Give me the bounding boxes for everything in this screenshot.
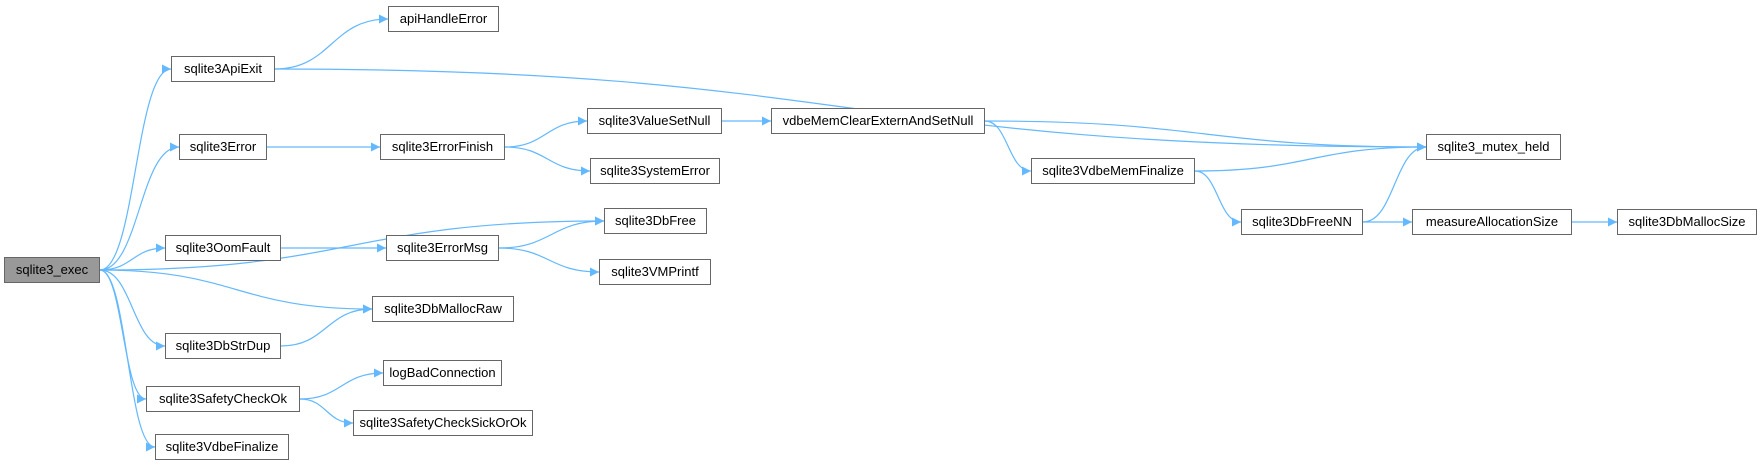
node-sqlite3errormsg[interactable]: sqlite3ErrorMsg (386, 235, 499, 261)
edge-sqlite3VdbeMemFinalize-to-sqlite3_mutex_held (1194, 142, 1427, 172)
edge-sqlite3DbFreeNN-to-sqlite3_mutex_held (1362, 142, 1427, 223)
node-sqlite3safetycheckok[interactable]: sqlite3SafetyCheckOk (146, 386, 300, 412)
edge-sqlite3ErrorFinish-to-sqlite3ValueSetNull (504, 116, 588, 148)
edge-sqlite3ApiExit-to-apiHandleError (274, 14, 389, 70)
node-sqlite3oomfault[interactable]: sqlite3OomFault (165, 235, 281, 261)
edge-sqlite3_exec-to-sqlite3DbFree (99, 216, 605, 271)
edge-sqlite3_exec-to-sqlite3ApiExit (99, 64, 172, 271)
node-sqlite3safetychecksickorok[interactable]: sqlite3SafetyCheckSickOrOk (353, 410, 533, 436)
edge-sqlite3DbStrDup-to-sqlite3DbMallocRaw (280, 304, 373, 347)
edge-sqlite3_exec-to-sqlite3VdbeFinalize (99, 269, 156, 452)
node-sqlite3dbmallocraw[interactable]: sqlite3DbMallocRaw (372, 296, 514, 322)
node-sqlite3-mutex-held[interactable]: sqlite3_mutex_held (1426, 134, 1561, 160)
node-logbadconnection[interactable]: logBadConnection (383, 360, 502, 386)
node-sqlite3apiexit[interactable]: sqlite3ApiExit (171, 56, 275, 82)
node-sqlite3vdbememfinalize[interactable]: sqlite3VdbeMemFinalize (1031, 158, 1195, 184)
node-sqlite3valuesetnull[interactable]: sqlite3ValueSetNull (587, 108, 722, 134)
edge-sqlite3_exec-to-sqlite3Error (99, 142, 180, 271)
edge-sqlite3_exec-to-sqlite3OomFault (99, 243, 166, 271)
edge-sqlite3_exec-to-sqlite3SafetyCheckOk (99, 269, 147, 404)
node-sqlite3vdbefinalize[interactable]: sqlite3VdbeFinalize (155, 434, 289, 460)
node-sqlite3systemerror[interactable]: sqlite3SystemError (590, 158, 720, 184)
node-sqlite3errorfinish[interactable]: sqlite3ErrorFinish (380, 134, 505, 160)
node-sqlite3vmprintf[interactable]: sqlite3VMPrintf (599, 259, 711, 285)
node-sqlite3dbstrdup[interactable]: sqlite3DbStrDup (165, 333, 281, 359)
node-sqlite3dbfreenn[interactable]: sqlite3DbFreeNN (1241, 209, 1363, 235)
edge-sqlite3ErrorFinish-to-sqlite3SystemError (504, 146, 591, 176)
edge-sqlite3VdbeMemFinalize-to-sqlite3DbFreeNN (1194, 170, 1242, 227)
edge-sqlite3_exec-to-sqlite3DbMallocRaw (99, 269, 373, 314)
node-sqlite3-exec: sqlite3_exec (4, 257, 100, 283)
node-sqlite3error[interactable]: sqlite3Error (179, 134, 267, 160)
node-vdbememclearexternandsetnull[interactable]: vdbeMemClearExternAndSetNull (771, 108, 985, 134)
edge-sqlite3ErrorMsg-to-sqlite3VMPrintf (498, 247, 600, 277)
edge-vdbeMemClearExternAndSetNull-to-sqlite3_mutex_held (984, 120, 1427, 152)
edge-sqlite3SafetyCheckOk-to-sqlite3SafetyCheckSickOrOk (299, 398, 354, 428)
edge-sqlite3ErrorMsg-to-sqlite3DbFree (498, 216, 605, 249)
node-sqlite3dbfree[interactable]: sqlite3DbFree (604, 208, 707, 234)
node-apihandleerror[interactable]: apiHandleError (388, 6, 499, 32)
node-measureallocationsize[interactable]: measureAllocationSize (1412, 209, 1572, 235)
edge-vdbeMemClearExternAndSetNull-to-sqlite3VdbeMemFinalize (984, 120, 1032, 176)
edge-sqlite3SafetyCheckOk-to-logBadConnection (299, 368, 384, 400)
edge-sqlite3_exec-to-sqlite3DbStrDup (99, 269, 166, 351)
node-sqlite3dbmallocsize[interactable]: sqlite3DbMallocSize (1617, 209, 1757, 235)
